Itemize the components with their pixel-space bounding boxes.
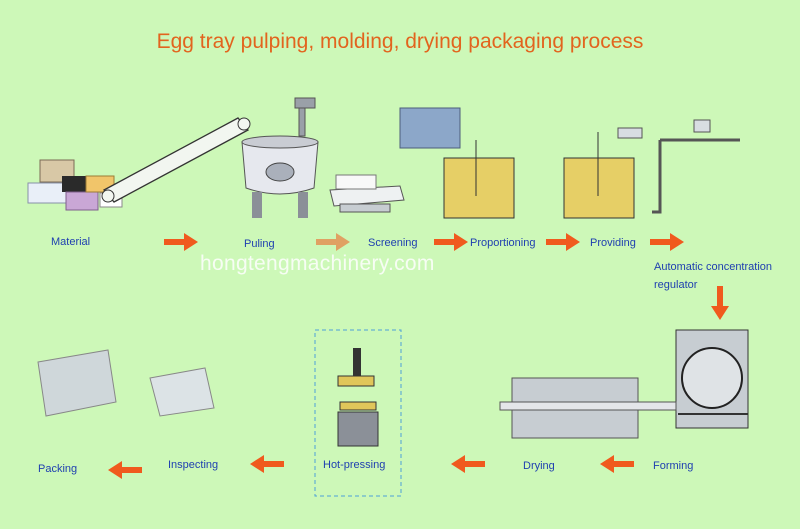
step-forming: Forming (653, 460, 694, 472)
flow-arrow-left-icon (600, 455, 634, 473)
step-packing: Packing (38, 463, 78, 475)
page-title: Egg tray pulping, molding, drying packag… (156, 30, 644, 53)
step-puling: Puling (244, 238, 275, 250)
providing-tank-illustration (563, 132, 635, 219)
conveyor-illustration (101, 117, 251, 203)
step-regulator-line2: regulator (654, 279, 698, 291)
flow-arrow-right-icon (434, 233, 468, 251)
flow-arrow-right-icon (316, 233, 350, 251)
material-pile-illustration (27, 159, 123, 211)
step-regulator-line1: Automatic concentration (654, 261, 773, 273)
regulator-illustration (617, 119, 740, 214)
pulper-illustration (241, 97, 319, 218)
watermark: hongtengmachinery.com (200, 252, 435, 275)
flow-arrow-left-icon (108, 461, 142, 479)
step-proportioning: Proportioning (470, 237, 536, 249)
forming-machine-illustration (675, 329, 749, 429)
flow-arrow-down-icon (711, 286, 729, 320)
step-providing: Providing (590, 237, 636, 249)
step-material: Material (51, 236, 91, 248)
proportioning-tank-illustration (399, 107, 515, 219)
flow-arrow-left-icon (250, 455, 284, 473)
packed-trays-illustration (37, 349, 117, 417)
flow-arrow-right-icon (650, 233, 684, 251)
step-screening: Screening (368, 237, 418, 249)
inspecting-trays-illustration (149, 367, 215, 417)
step-hot-pressing: Hot-pressing (323, 459, 386, 471)
dryer-illustration (499, 377, 677, 439)
step-inspecting: Inspecting (168, 459, 219, 471)
flow-arrow-right-icon (546, 233, 580, 251)
flow-arrow-left-icon (451, 455, 485, 473)
hot-press-illustration (314, 329, 402, 497)
screen-illustration (329, 174, 405, 213)
flow-arrow-right-icon (164, 233, 198, 251)
step-drying: Drying (523, 460, 555, 472)
